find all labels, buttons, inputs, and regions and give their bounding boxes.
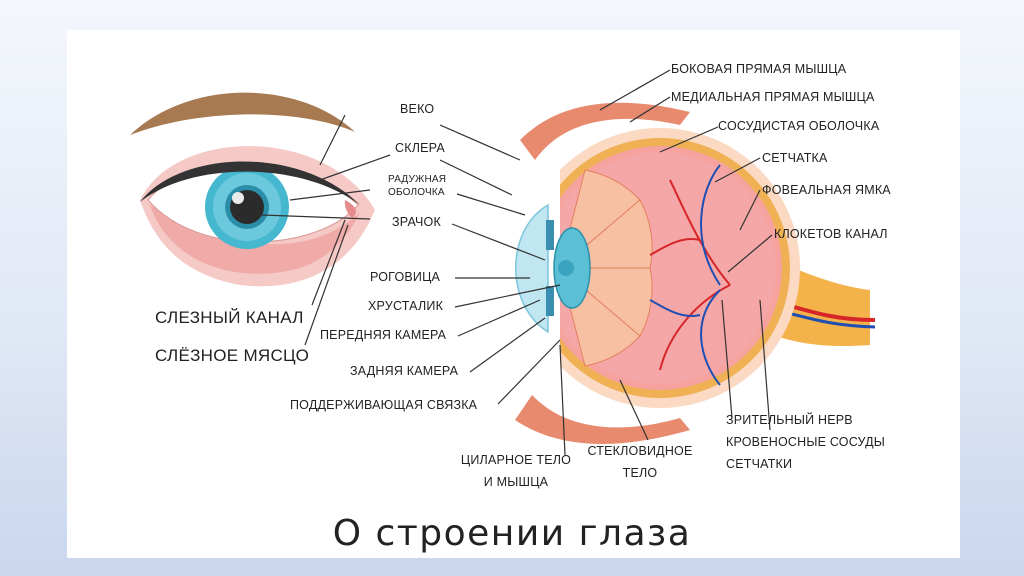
label-vessels-line2: СЕТЧАТКИ — [726, 457, 793, 471]
label-vitreous-line2: ТЕЛО — [622, 466, 658, 480]
upper-lid-line — [140, 161, 360, 205]
label-ciliary-line1: ЦИЛАРНОЕ ТЕЛО — [460, 453, 572, 467]
iris-section-bottom — [546, 286, 554, 316]
label-sclera: СКЛЕРА — [395, 141, 445, 155]
label-medial-rectus: МЕДИАЛЬНАЯ ПРЯМАЯ МЫШЦА — [671, 90, 875, 104]
label-iris-line2: ОБОЛОЧКА — [388, 187, 445, 198]
label-posterior-chamber: ЗАДНЯЯ КАМЕРА — [350, 364, 459, 378]
page-title: О строении глаза — [332, 513, 692, 554]
leader-lines — [261, 69, 773, 456]
label-retina: СЕТЧАТКА — [762, 151, 828, 165]
label-lateral-rectus: БОКОВАЯ ПРЯМАЯ МЫШЦА — [671, 62, 847, 76]
label-caruncle: СЛЁЗНОЕ МЯСЦО — [155, 346, 310, 365]
label-iris-line1: РАДУЖНАЯ — [388, 174, 447, 185]
label-fovea: ФОВЕАЛЬНАЯ ЯМКА — [762, 183, 891, 197]
iris-section-top — [546, 220, 554, 250]
retinal-vessels — [649, 164, 731, 386]
label-lens: ХРУСТАЛИК — [368, 299, 444, 313]
label-cloquet-canal: КЛОКЕТОВ КАНАЛ — [774, 227, 888, 241]
eye-cross-section — [500, 100, 876, 444]
label-eyelid: ВЕКО — [400, 102, 435, 116]
eyebrow — [130, 92, 355, 135]
label-choroid: СОСУДИСТАЯ ОБОЛОЧКА — [718, 119, 880, 133]
label-optic-nerve: ЗРИТЕЛЬНЫЙ НЕРВ — [726, 413, 853, 427]
medial-rectus-muscle — [515, 395, 690, 444]
label-cornea: РОГОВИЦА — [370, 270, 441, 284]
label-zonule: ПОДДЕРЖИВАЮЩАЯ СВЯЗКА — [290, 398, 478, 412]
label-anterior-chamber: ПЕРЕДНЯЯ КАМЕРА — [320, 328, 447, 342]
label-pupil: ЗРАЧОК — [392, 215, 441, 229]
label-vessels-line1: КРОВЕНОСНЫЕ СОСУДЫ — [726, 435, 886, 449]
label-ciliary-line2: И МЫШЦА — [483, 475, 549, 489]
lateral-rectus-muscle — [520, 102, 690, 160]
label-tear-duct: СЛЕЗНЫЙ КАНАЛ — [155, 308, 304, 327]
label-vitreous-line1: СТЕКЛОВИДНОЕ — [587, 444, 693, 458]
external-eye-illustration — [130, 92, 375, 287]
